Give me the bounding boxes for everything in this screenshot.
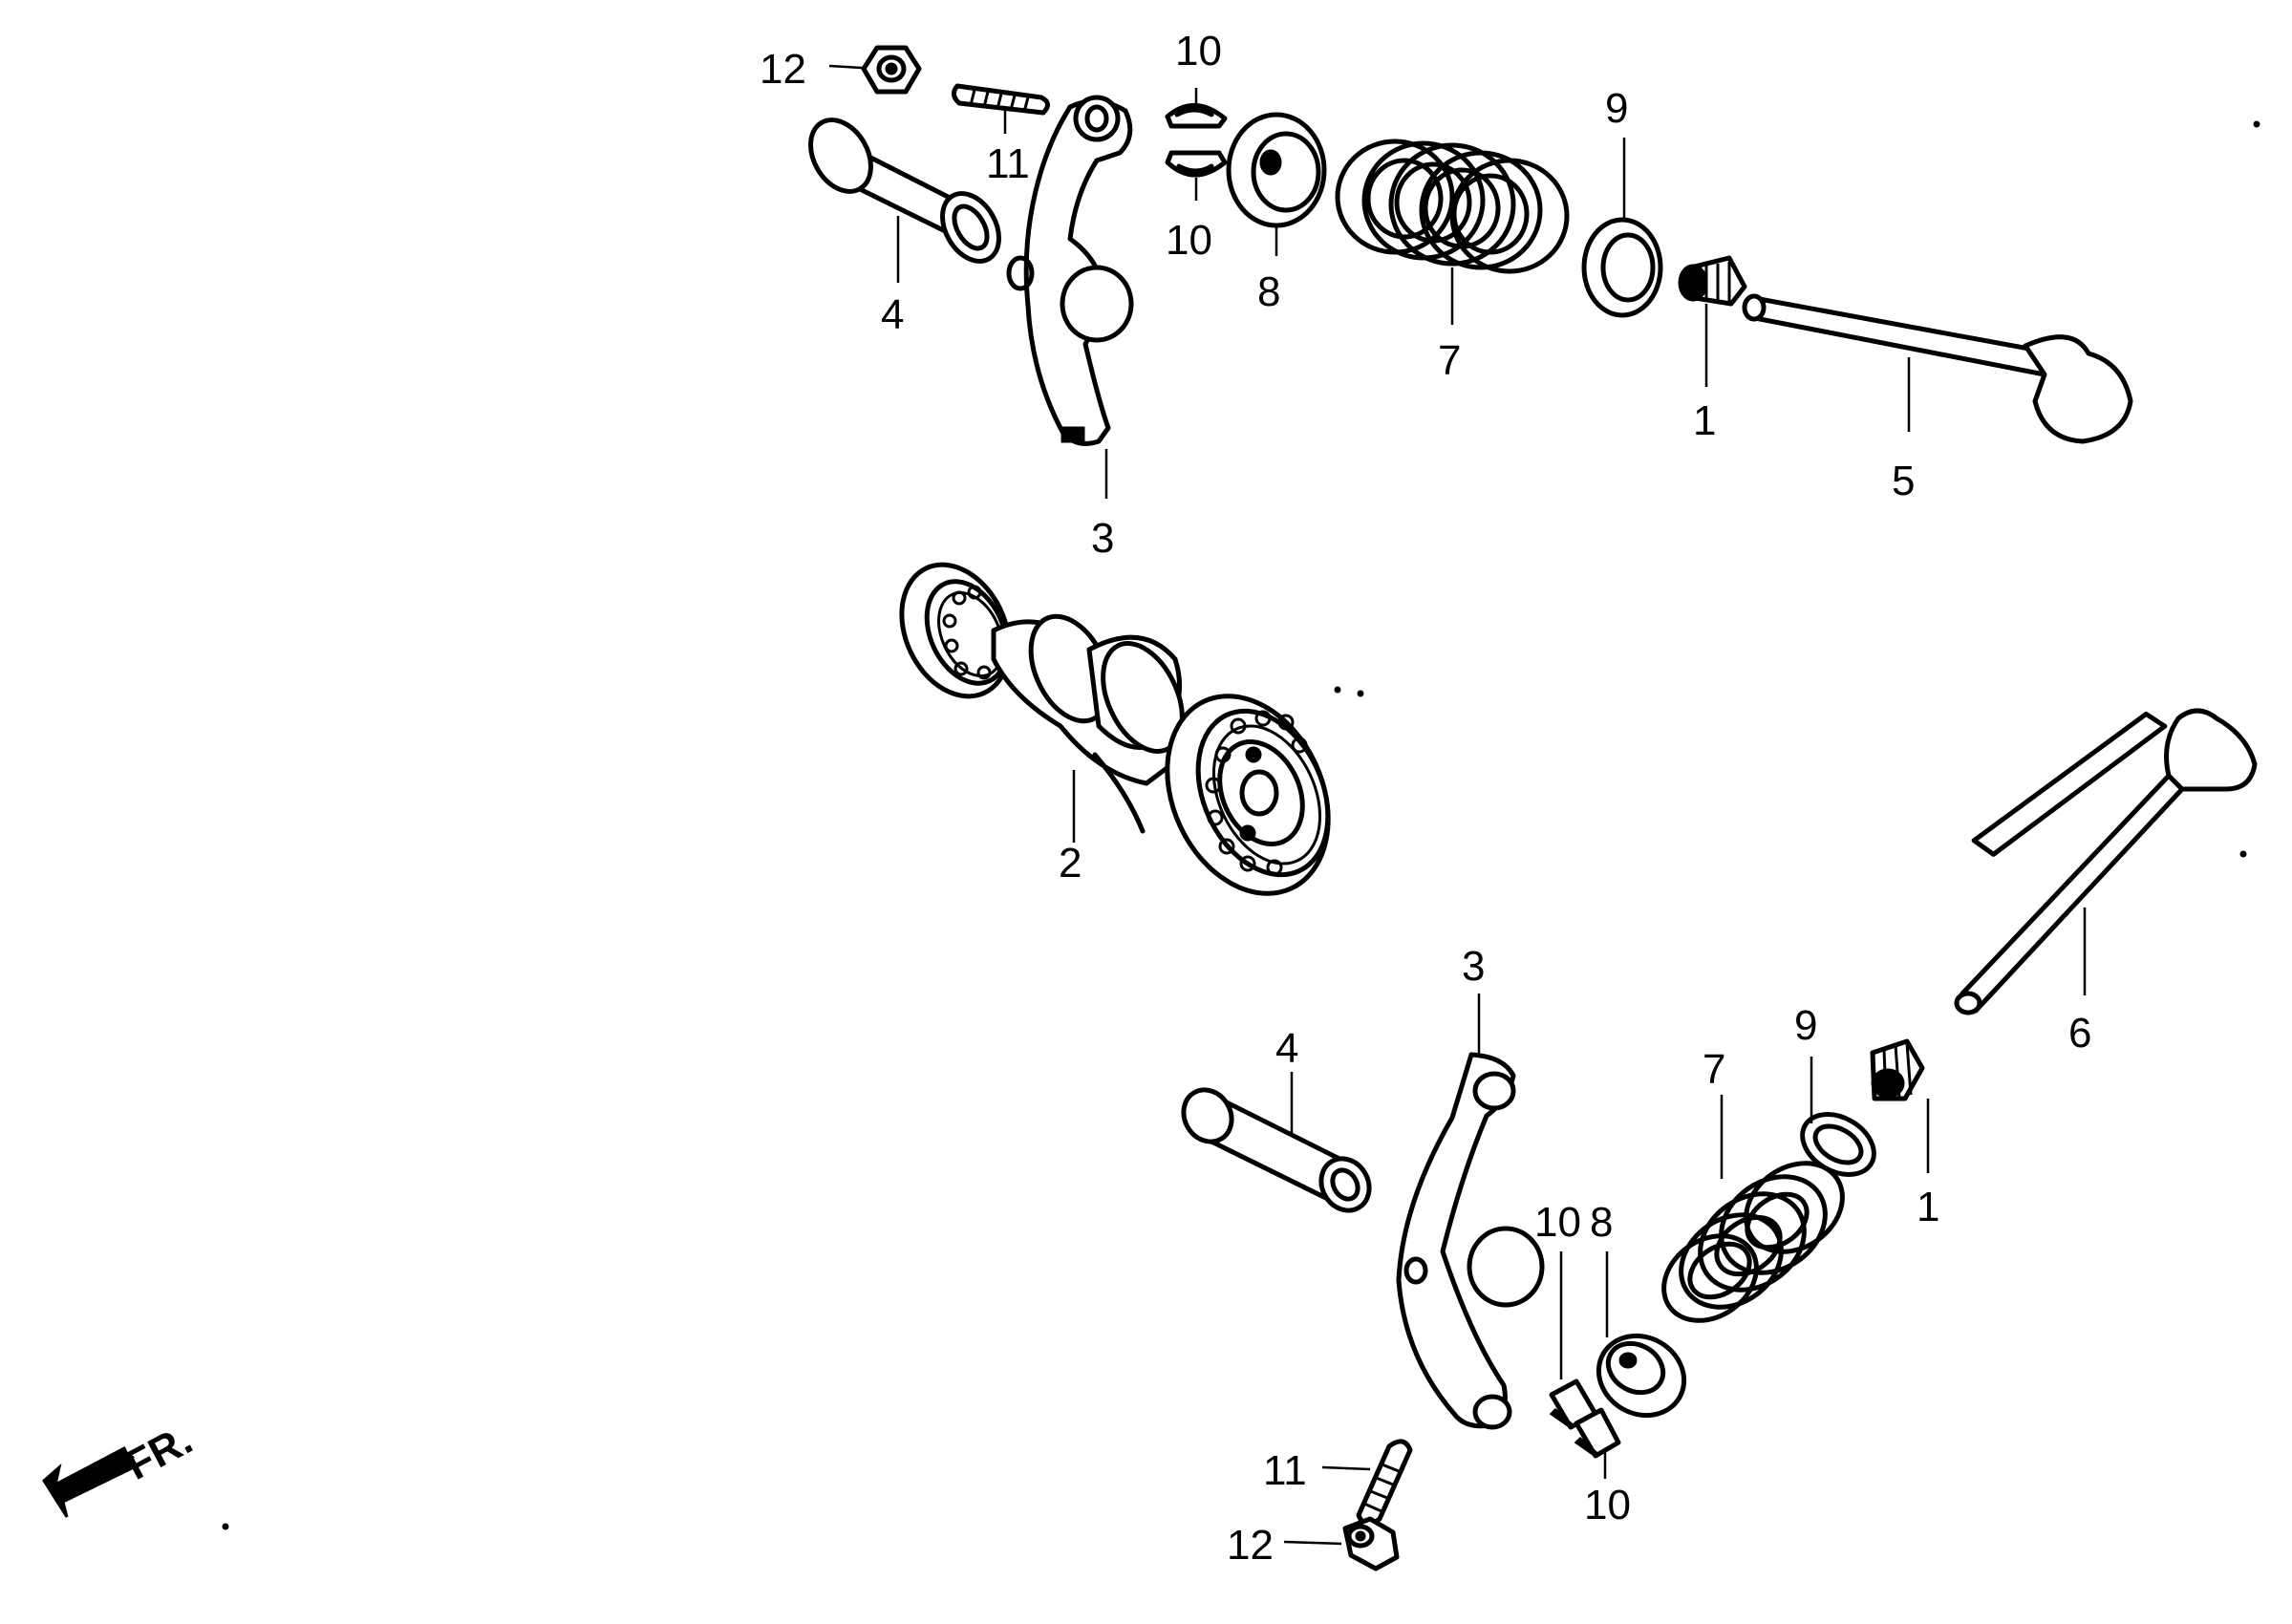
label-6: 6 xyxy=(2068,1010,2091,1057)
label-2: 2 xyxy=(1059,840,1082,887)
label-12-upper: 12 xyxy=(760,46,806,93)
lock-nut-lower xyxy=(1342,1516,1400,1571)
stem-seal-lower xyxy=(1870,1038,1925,1101)
label-12-lower: 12 xyxy=(1227,1522,1274,1569)
valve-spring-upper xyxy=(1335,139,1570,274)
spring-retainer-lower xyxy=(1596,1333,1687,1419)
intake-valve xyxy=(1742,293,2133,444)
front-direction-arrow xyxy=(42,1445,137,1518)
stem-seal-upper xyxy=(1678,255,1747,307)
label-4-lower: 4 xyxy=(1275,1025,1298,1072)
label-1-lower: 1 xyxy=(1917,1184,1939,1230)
label-5: 5 xyxy=(1892,458,1915,504)
front-direction-label: FR. xyxy=(118,1416,201,1489)
spring-seat-lower xyxy=(1800,1112,1876,1177)
label-4-upper: 4 xyxy=(881,291,904,338)
spring-seat-upper xyxy=(1581,217,1663,318)
adjusting-screw-lower xyxy=(1356,1439,1413,1527)
valve-spring-lower xyxy=(1661,1161,1845,1323)
rocker-arm-upper xyxy=(1006,95,1134,446)
label-8-upper: 8 xyxy=(1257,268,1280,315)
label-8-lower: 8 xyxy=(1590,1199,1613,1246)
camshaft xyxy=(899,562,1331,896)
label-1-upper: 1 xyxy=(1693,397,1716,444)
valve-cotter-lower-b xyxy=(1574,1407,1621,1459)
label-10-upper-b: 10 xyxy=(1166,217,1212,264)
rocker-arm-lower xyxy=(1396,1052,1545,1430)
label-10-upper-a: 10 xyxy=(1175,28,1222,75)
label-11-upper: 11 xyxy=(986,140,1030,187)
valve-cotter-upper-b xyxy=(1165,150,1228,178)
rocker-shaft-lower xyxy=(1181,1087,1372,1213)
label-11-lower: 11 xyxy=(1263,1447,1307,1494)
lock-nut-upper xyxy=(861,45,922,95)
label-7-lower: 7 xyxy=(1703,1046,1725,1093)
label-10-lower-b: 10 xyxy=(1584,1482,1631,1528)
label-10-lower-a: 10 xyxy=(1534,1199,1581,1246)
label-3-upper: 3 xyxy=(1091,515,1114,562)
spring-retainer-upper xyxy=(1226,112,1327,228)
print-specks xyxy=(222,120,2260,1530)
adjusting-screw-upper xyxy=(952,83,1050,116)
label-7-upper: 7 xyxy=(1438,337,1461,384)
label-3-lower: 3 xyxy=(1462,943,1485,990)
rocker-shaft-upper xyxy=(808,118,1001,264)
label-9-upper: 9 xyxy=(1605,85,1628,132)
exhaust-valve xyxy=(1954,708,2258,1015)
valve-cotter-upper-a xyxy=(1165,103,1228,129)
label-9-lower: 9 xyxy=(1794,1002,1817,1049)
